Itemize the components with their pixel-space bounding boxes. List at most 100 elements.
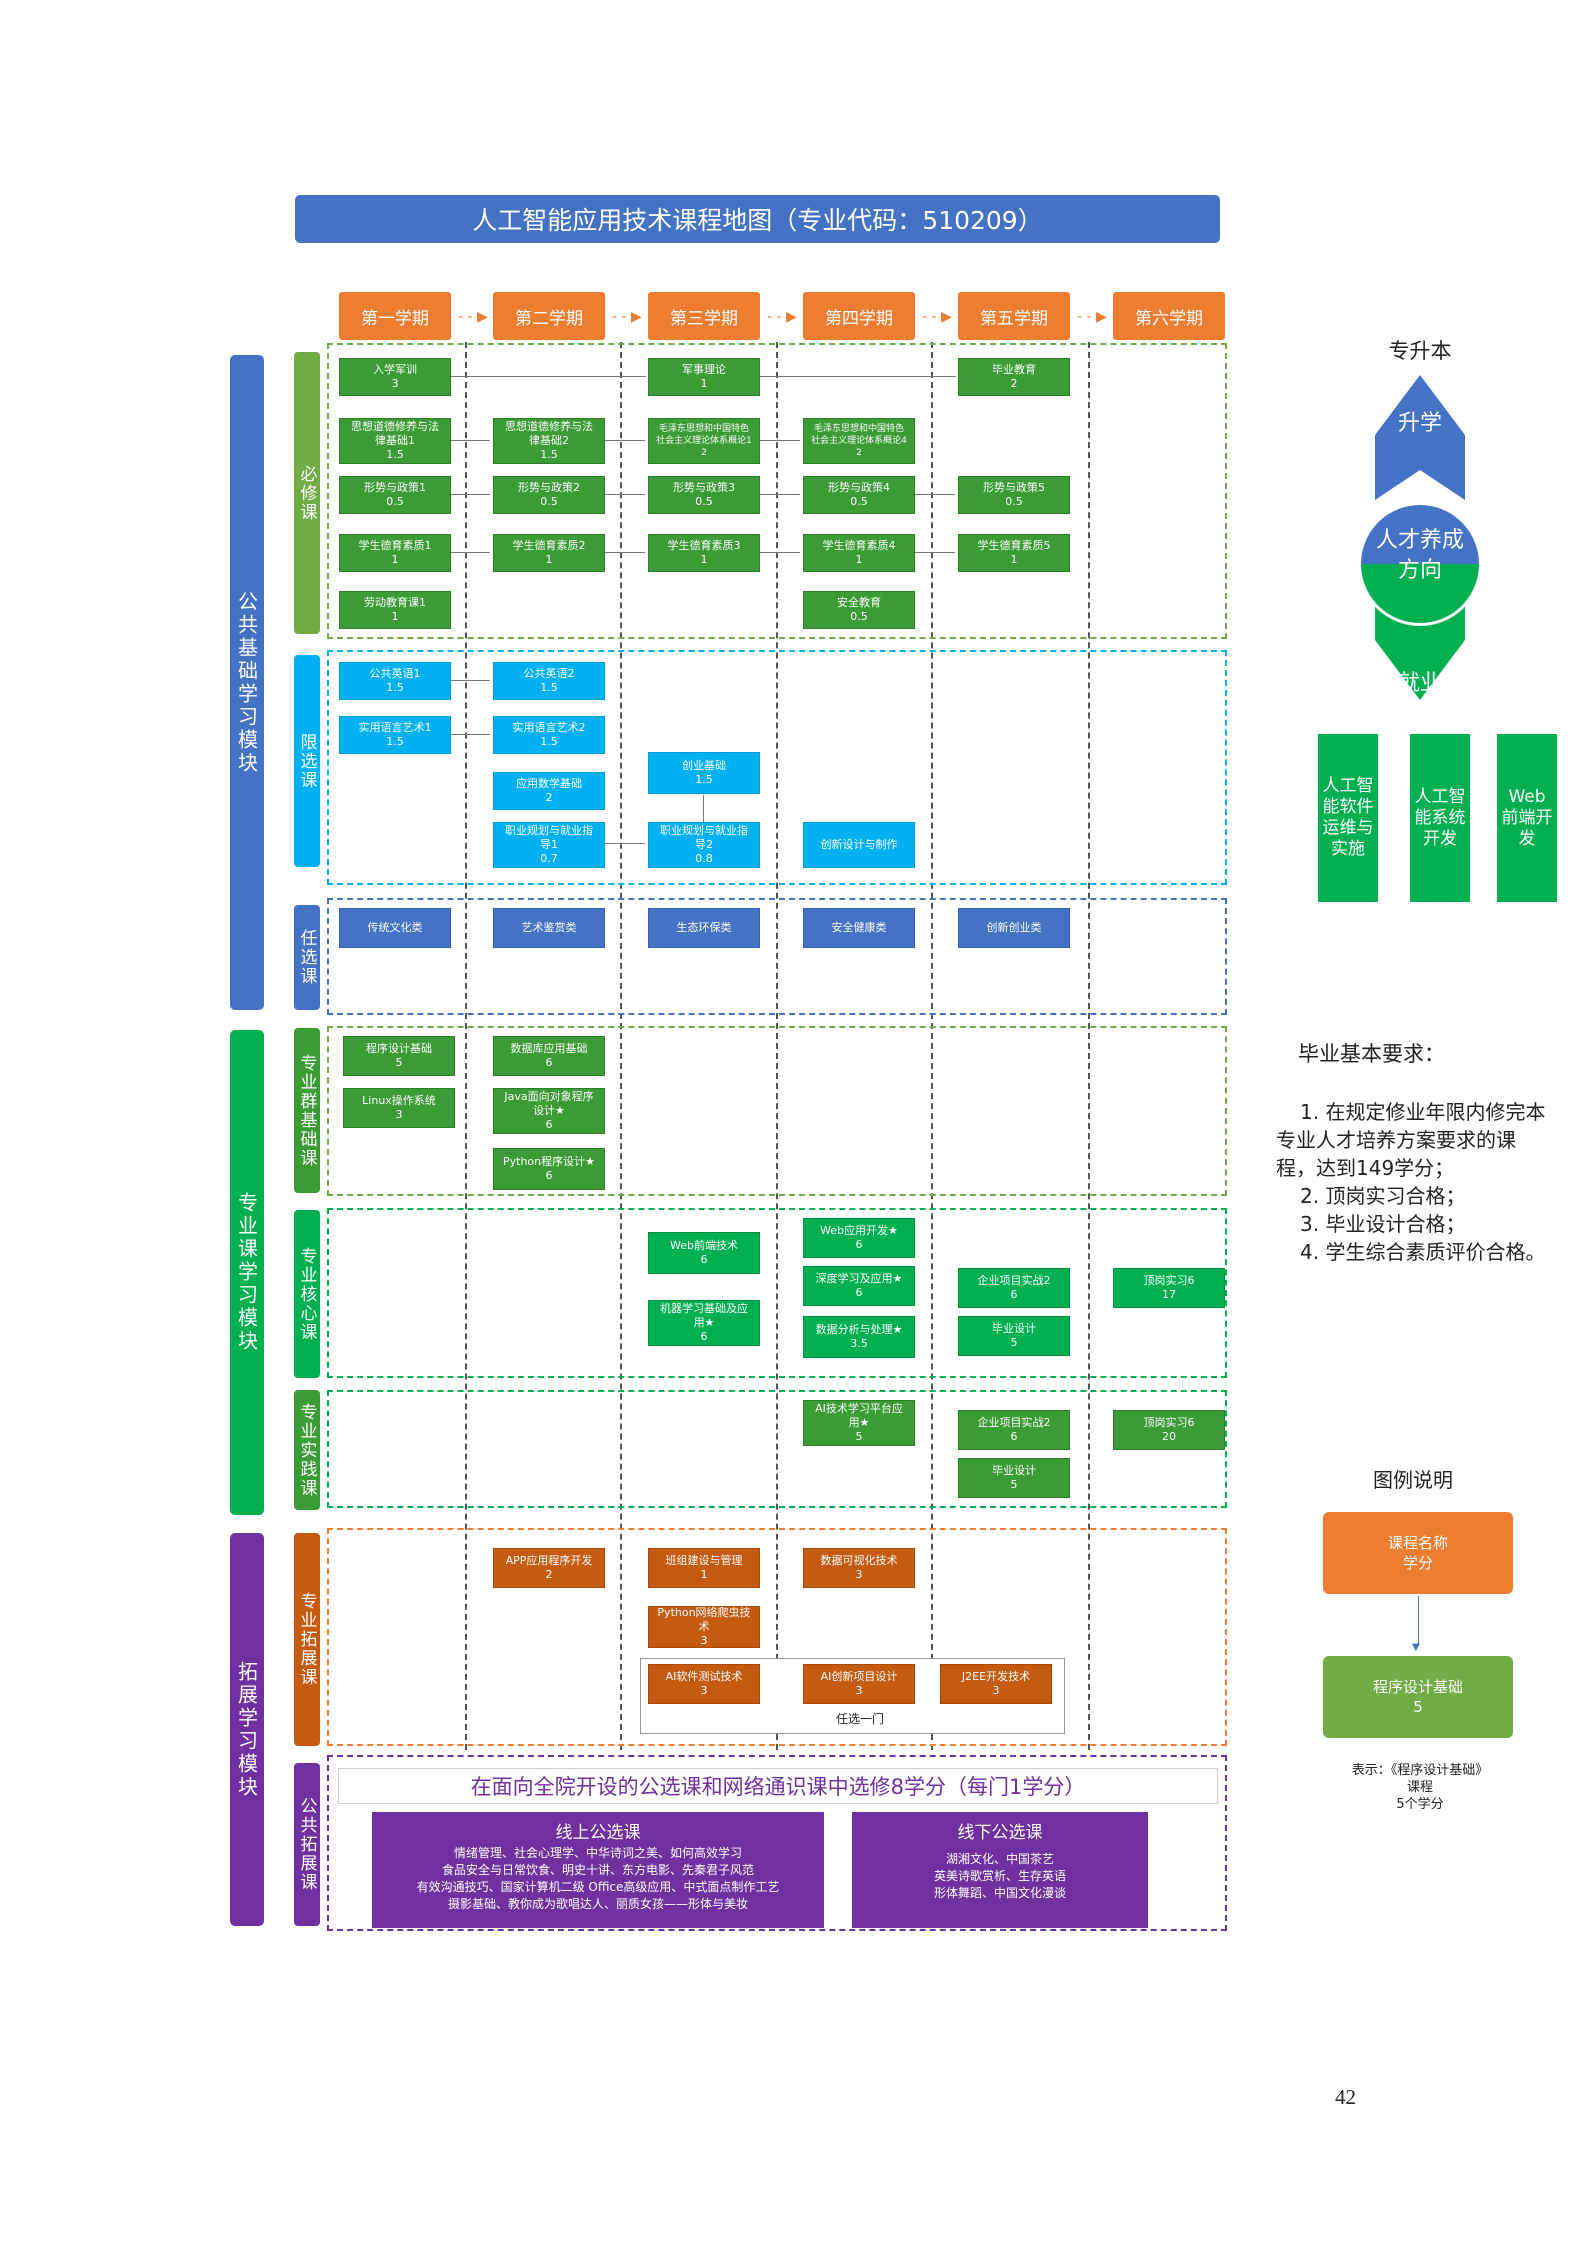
- connector-line: [915, 552, 955, 553]
- course-card: Python程序设计★6: [493, 1148, 605, 1190]
- elective-note: 任选一门: [835, 1712, 884, 1726]
- connector-line: [605, 552, 645, 553]
- module-extend: 拓展学习模块: [230, 1533, 264, 1926]
- course-card: 创新创业类: [958, 908, 1070, 948]
- semester-3: 第三学期: [648, 292, 760, 340]
- band-public-expansion: [327, 1755, 1227, 1931]
- arrow-right-icon: - - ▶: [612, 309, 642, 325]
- connector-line: [605, 494, 645, 495]
- course-card: 数据分析与处理★3.5: [803, 1316, 915, 1358]
- requirement-line: 3. 毕业设计合格；: [1300, 1212, 1466, 1236]
- course-card: 艺术鉴赏类: [493, 908, 605, 948]
- legend-note-line: 5个学分: [1396, 1797, 1444, 1812]
- course-card: Web应用开发★6: [803, 1218, 915, 1258]
- arrow-right-icon: - - ▶: [767, 309, 797, 325]
- connector-line: [450, 376, 646, 377]
- semester-2: 第二学期: [493, 292, 605, 340]
- band-expansion: [327, 1528, 1227, 1746]
- legend-note-line: 表示：《程序设计基础》: [1351, 1763, 1489, 1778]
- semester-5: 第五学期: [958, 292, 1070, 340]
- requirement-line: 2. 顶岗实习合格；: [1300, 1184, 1466, 1208]
- legend-title: 图例说明: [1373, 1468, 1453, 1492]
- arrow-down-icon: ▼: [1412, 1642, 1420, 1653]
- direction-circle: [1358, 502, 1482, 626]
- upgrade-label: 专升本: [1388, 339, 1452, 363]
- module-major: 专业课学习模块: [230, 1030, 264, 1515]
- module-public: 公共基础学习模块: [230, 355, 264, 1010]
- band-group-basic: [327, 1026, 1227, 1196]
- offline-electives-line: 湖湘文化、中国茶艺: [945, 1852, 1054, 1866]
- direction-line1: 人才养成: [1375, 528, 1464, 553]
- offline-electives-title: 线下公选课: [957, 1823, 1043, 1843]
- arrow-right-icon: - - ▶: [922, 309, 952, 325]
- connector-line: [760, 440, 800, 441]
- submodule-optional: 任选课: [294, 905, 320, 1010]
- online-electives-line: 情绪管理、社会心理学、中华诗词之美、如何高效学习: [453, 1846, 742, 1860]
- submodule-core: 专业核心课: [294, 1210, 320, 1378]
- online-electives-line: 摄影基础、教你成为歌唱达人、丽质女孩——形体与美妆: [447, 1897, 748, 1911]
- connector-line: [450, 734, 490, 735]
- course-card: 生态环保类: [648, 908, 760, 948]
- direction-line2: 方向: [1397, 558, 1442, 583]
- connector-line: [605, 440, 645, 441]
- connector-line: [760, 552, 800, 553]
- legend-course-box: 课程名称 学分: [1323, 1512, 1513, 1594]
- semester-divider: [620, 342, 622, 1750]
- band-optional: [327, 898, 1227, 1015]
- connector-line: [450, 440, 490, 441]
- page-number: 42: [1335, 2085, 1356, 2109]
- submodule-expansion: 专业拓展课: [294, 1533, 320, 1746]
- requirement-line: 程，达到149学分；: [1276, 1156, 1455, 1180]
- legend-course-name: 课程名称: [1387, 1534, 1448, 1552]
- requirements-title: 毕业基本要求：: [1298, 1042, 1445, 1066]
- connector-line: [915, 494, 955, 495]
- legend-example-name: 程序设计基础: [1372, 1678, 1463, 1696]
- course-card: 安全健康类: [803, 908, 915, 948]
- arrow-right-icon: - - ▶: [458, 309, 488, 325]
- arrow-right-icon: - - ▶: [1077, 309, 1107, 325]
- band-core: [327, 1208, 1227, 1378]
- band-limited: [327, 650, 1227, 885]
- semester-1: 第一学期: [339, 292, 451, 340]
- public-expansion-headline: 在面向全院开设的公选课和网络通识课中选修8学分（每门1学分）: [338, 1768, 1218, 1804]
- semester-divider: [1088, 342, 1090, 1750]
- down-label: 就业: [1397, 671, 1442, 696]
- semester-divider: [776, 342, 778, 1750]
- career-box: Web前端开发: [1497, 734, 1557, 902]
- course-card: 深度学习及应用★6: [803, 1266, 915, 1306]
- online-electives-line: 有效沟通技巧、国家计算机二级 Office高级应用、中式面点制作工艺: [416, 1880, 780, 1894]
- connector-line: [450, 494, 490, 495]
- page-title: 人工智能应用技术课程地图（专业代码：510209）: [295, 195, 1220, 243]
- legend-course-credit: 学分: [1402, 1554, 1433, 1572]
- career-box: 人工智能系统开发: [1410, 734, 1470, 902]
- course-card: 创新设计与制作: [803, 822, 915, 868]
- offline-electives-box: 线下公选课 湖湘文化、中国茶艺 英美诗歌赏析、生存英语 形体舞蹈、中国文化漫谈: [852, 1812, 1148, 1928]
- band-practice: [327, 1390, 1227, 1508]
